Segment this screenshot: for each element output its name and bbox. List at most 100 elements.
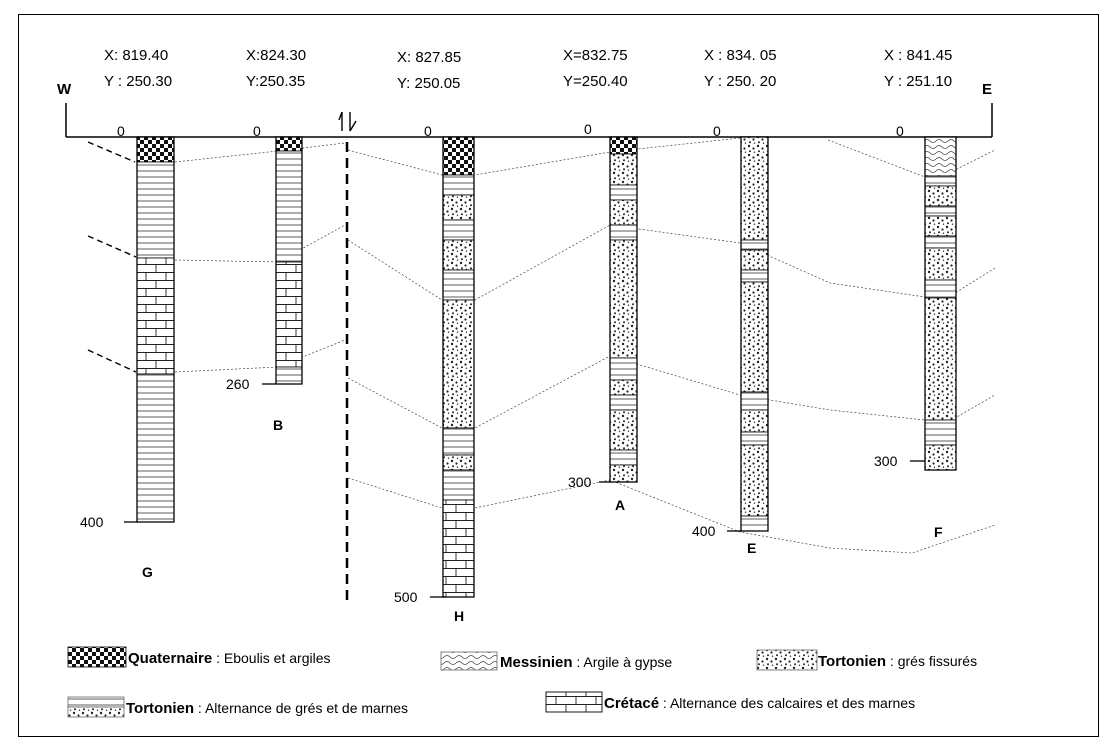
well-f-outline bbox=[924, 136, 957, 471]
bottom-depth-labels: 400 260 500 300 400 300 bbox=[80, 376, 925, 605]
well-b-x: X:824.30 bbox=[246, 47, 306, 64]
well-f-layer-3 bbox=[924, 185, 957, 207]
well-b-layer-2 bbox=[275, 150, 303, 263]
legend-quaternaire-name: Quaternaire bbox=[128, 650, 212, 667]
well-h-top: 0 bbox=[424, 123, 432, 139]
legend-cretace-name: Crétacé bbox=[604, 695, 659, 712]
well-f-column bbox=[924, 136, 957, 471]
well-a-x: X=832.75 bbox=[563, 47, 628, 64]
well-a-outline bbox=[609, 136, 638, 483]
well-a-layer-1 bbox=[609, 136, 638, 155]
legend-item-quaternaire: Quaternaire : Eboulis et argiles bbox=[67, 646, 331, 668]
well-g-layer-3 bbox=[136, 257, 175, 375]
well-e-layer-5 bbox=[740, 281, 769, 393]
legend-quaternaire-desc: : Eboulis et argiles bbox=[212, 650, 330, 666]
fault-symbol-icon bbox=[338, 111, 357, 132]
well-f-layer-9 bbox=[924, 297, 957, 421]
well-h-column bbox=[442, 136, 475, 598]
well-a-y: Y=250.40 bbox=[563, 73, 628, 90]
svg-text:Crétacé : Alternance des calca: Crétacé : Alternance des calcaires et de… bbox=[604, 695, 915, 712]
well-a-layer-6 bbox=[609, 239, 638, 359]
well-f-layer-4 bbox=[924, 205, 957, 217]
well-h-layer-7 bbox=[442, 299, 475, 429]
well-f-top: 0 bbox=[896, 123, 904, 139]
well-f-layer-8 bbox=[924, 279, 957, 299]
well-e-name: E bbox=[747, 540, 756, 556]
well-e-layer-10 bbox=[740, 515, 769, 532]
well-e-y: Y : 250. 20 bbox=[704, 73, 776, 90]
tortonien-gres-swatch bbox=[756, 649, 818, 671]
well-a-layer-10 bbox=[609, 409, 638, 451]
well-h-name: H bbox=[454, 608, 464, 624]
well-h-layer-3 bbox=[442, 194, 475, 221]
well-a-layer-11 bbox=[609, 449, 638, 466]
well-b-layer-4 bbox=[275, 366, 303, 385]
boundary-dash-3 bbox=[87, 349, 137, 373]
legend-tortonien-gres-name: Tortonien bbox=[818, 653, 886, 670]
boundary-dash-1 bbox=[87, 141, 136, 163]
well-h-bottom: 500 bbox=[394, 589, 418, 605]
well-a-layer-7 bbox=[609, 357, 638, 381]
well-a-top: 0 bbox=[584, 121, 592, 137]
well-h-layer-5 bbox=[442, 239, 475, 271]
well-g-outline bbox=[136, 136, 175, 523]
well-a-name: A bbox=[615, 497, 625, 513]
well-f-x: X : 841.45 bbox=[884, 47, 952, 64]
well-names: G B H A E F bbox=[142, 417, 943, 624]
well-g-x: X: 819.40 bbox=[104, 47, 168, 64]
legend-item-messinien: Messinien : Argile à gypse bbox=[440, 651, 672, 671]
well-e-column bbox=[740, 136, 769, 532]
well-g-y: Y : 250.30 bbox=[104, 73, 172, 90]
well-a-layer-3 bbox=[609, 184, 638, 201]
well-a-layer-2 bbox=[609, 153, 638, 186]
messinien-swatch bbox=[440, 651, 498, 671]
well-h-layer-11 bbox=[442, 499, 475, 598]
well-coordinates: X: 819.40 Y : 250.30 X:824.30 Y:250.35 X… bbox=[104, 47, 952, 92]
well-b-name: B bbox=[273, 417, 283, 433]
well-e-outline bbox=[740, 136, 769, 532]
svg-text:Quaternaire : Eboulis et argil: Quaternaire : Eboulis et argiles bbox=[128, 650, 331, 667]
well-b-outline bbox=[275, 136, 303, 385]
surface-line bbox=[65, 103, 993, 138]
legend-item-cretace: Crétacé : Alternance des calcaires et de… bbox=[545, 691, 915, 713]
east-label: E bbox=[982, 81, 992, 98]
legend-messinien-desc: : Argile à gypse bbox=[573, 654, 673, 670]
well-g-top: 0 bbox=[117, 123, 125, 139]
well-b-column bbox=[275, 136, 303, 385]
well-h-layer-6 bbox=[442, 269, 475, 301]
svg-text:Messinien : Argile à gypse: Messinien : Argile à gypse bbox=[500, 654, 672, 671]
well-g-layer-2 bbox=[136, 161, 175, 259]
well-h-layer-8 bbox=[442, 427, 475, 456]
legend-cretace-desc: : Alternance des calcaires et des marnes bbox=[659, 695, 915, 711]
well-h-layer-4 bbox=[442, 219, 475, 241]
legend-tortonien-alt-name: Tortonien bbox=[126, 700, 194, 717]
well-e-bottom: 400 bbox=[692, 523, 716, 539]
well-g-layer-4 bbox=[136, 373, 175, 523]
well-f-layer-11 bbox=[924, 444, 957, 471]
well-e-layer-6 bbox=[740, 391, 769, 411]
figure-frame bbox=[18, 14, 1099, 737]
well-f-layer-1 bbox=[924, 136, 957, 177]
well-a-layer-9 bbox=[609, 394, 638, 411]
tortonien-alt-swatch-dots bbox=[67, 706, 125, 718]
well-e-layer-3 bbox=[740, 249, 769, 271]
well-a-column bbox=[609, 136, 638, 483]
well-f-name: F bbox=[934, 524, 943, 540]
well-a-layer-12 bbox=[609, 464, 638, 483]
top-depth-labels: 0 0 0 0 0 0 bbox=[117, 121, 904, 139]
well-f-layer-7 bbox=[924, 247, 957, 281]
well-f-y: Y : 251.10 bbox=[884, 73, 952, 90]
well-h-outline bbox=[442, 136, 475, 598]
well-h-layer-1 bbox=[442, 136, 475, 176]
well-e-layer-4 bbox=[740, 269, 769, 283]
well-a-layer-5 bbox=[609, 224, 638, 241]
legend-messinien-name: Messinien bbox=[500, 654, 573, 671]
svg-text:Tortonien : Alternance de grés: Tortonien : Alternance de grés et de mar… bbox=[126, 700, 408, 717]
legend-item-tortonien-alternance: Tortonien : Alternance de grés et de mar… bbox=[67, 696, 408, 718]
well-h-layer-10 bbox=[442, 469, 475, 501]
well-e-layer-8 bbox=[740, 431, 769, 446]
well-e-layer-1 bbox=[740, 136, 769, 241]
quaternaire-swatch bbox=[67, 646, 127, 668]
well-g-layer-1 bbox=[136, 136, 175, 163]
cretace-swatch bbox=[545, 691, 603, 713]
